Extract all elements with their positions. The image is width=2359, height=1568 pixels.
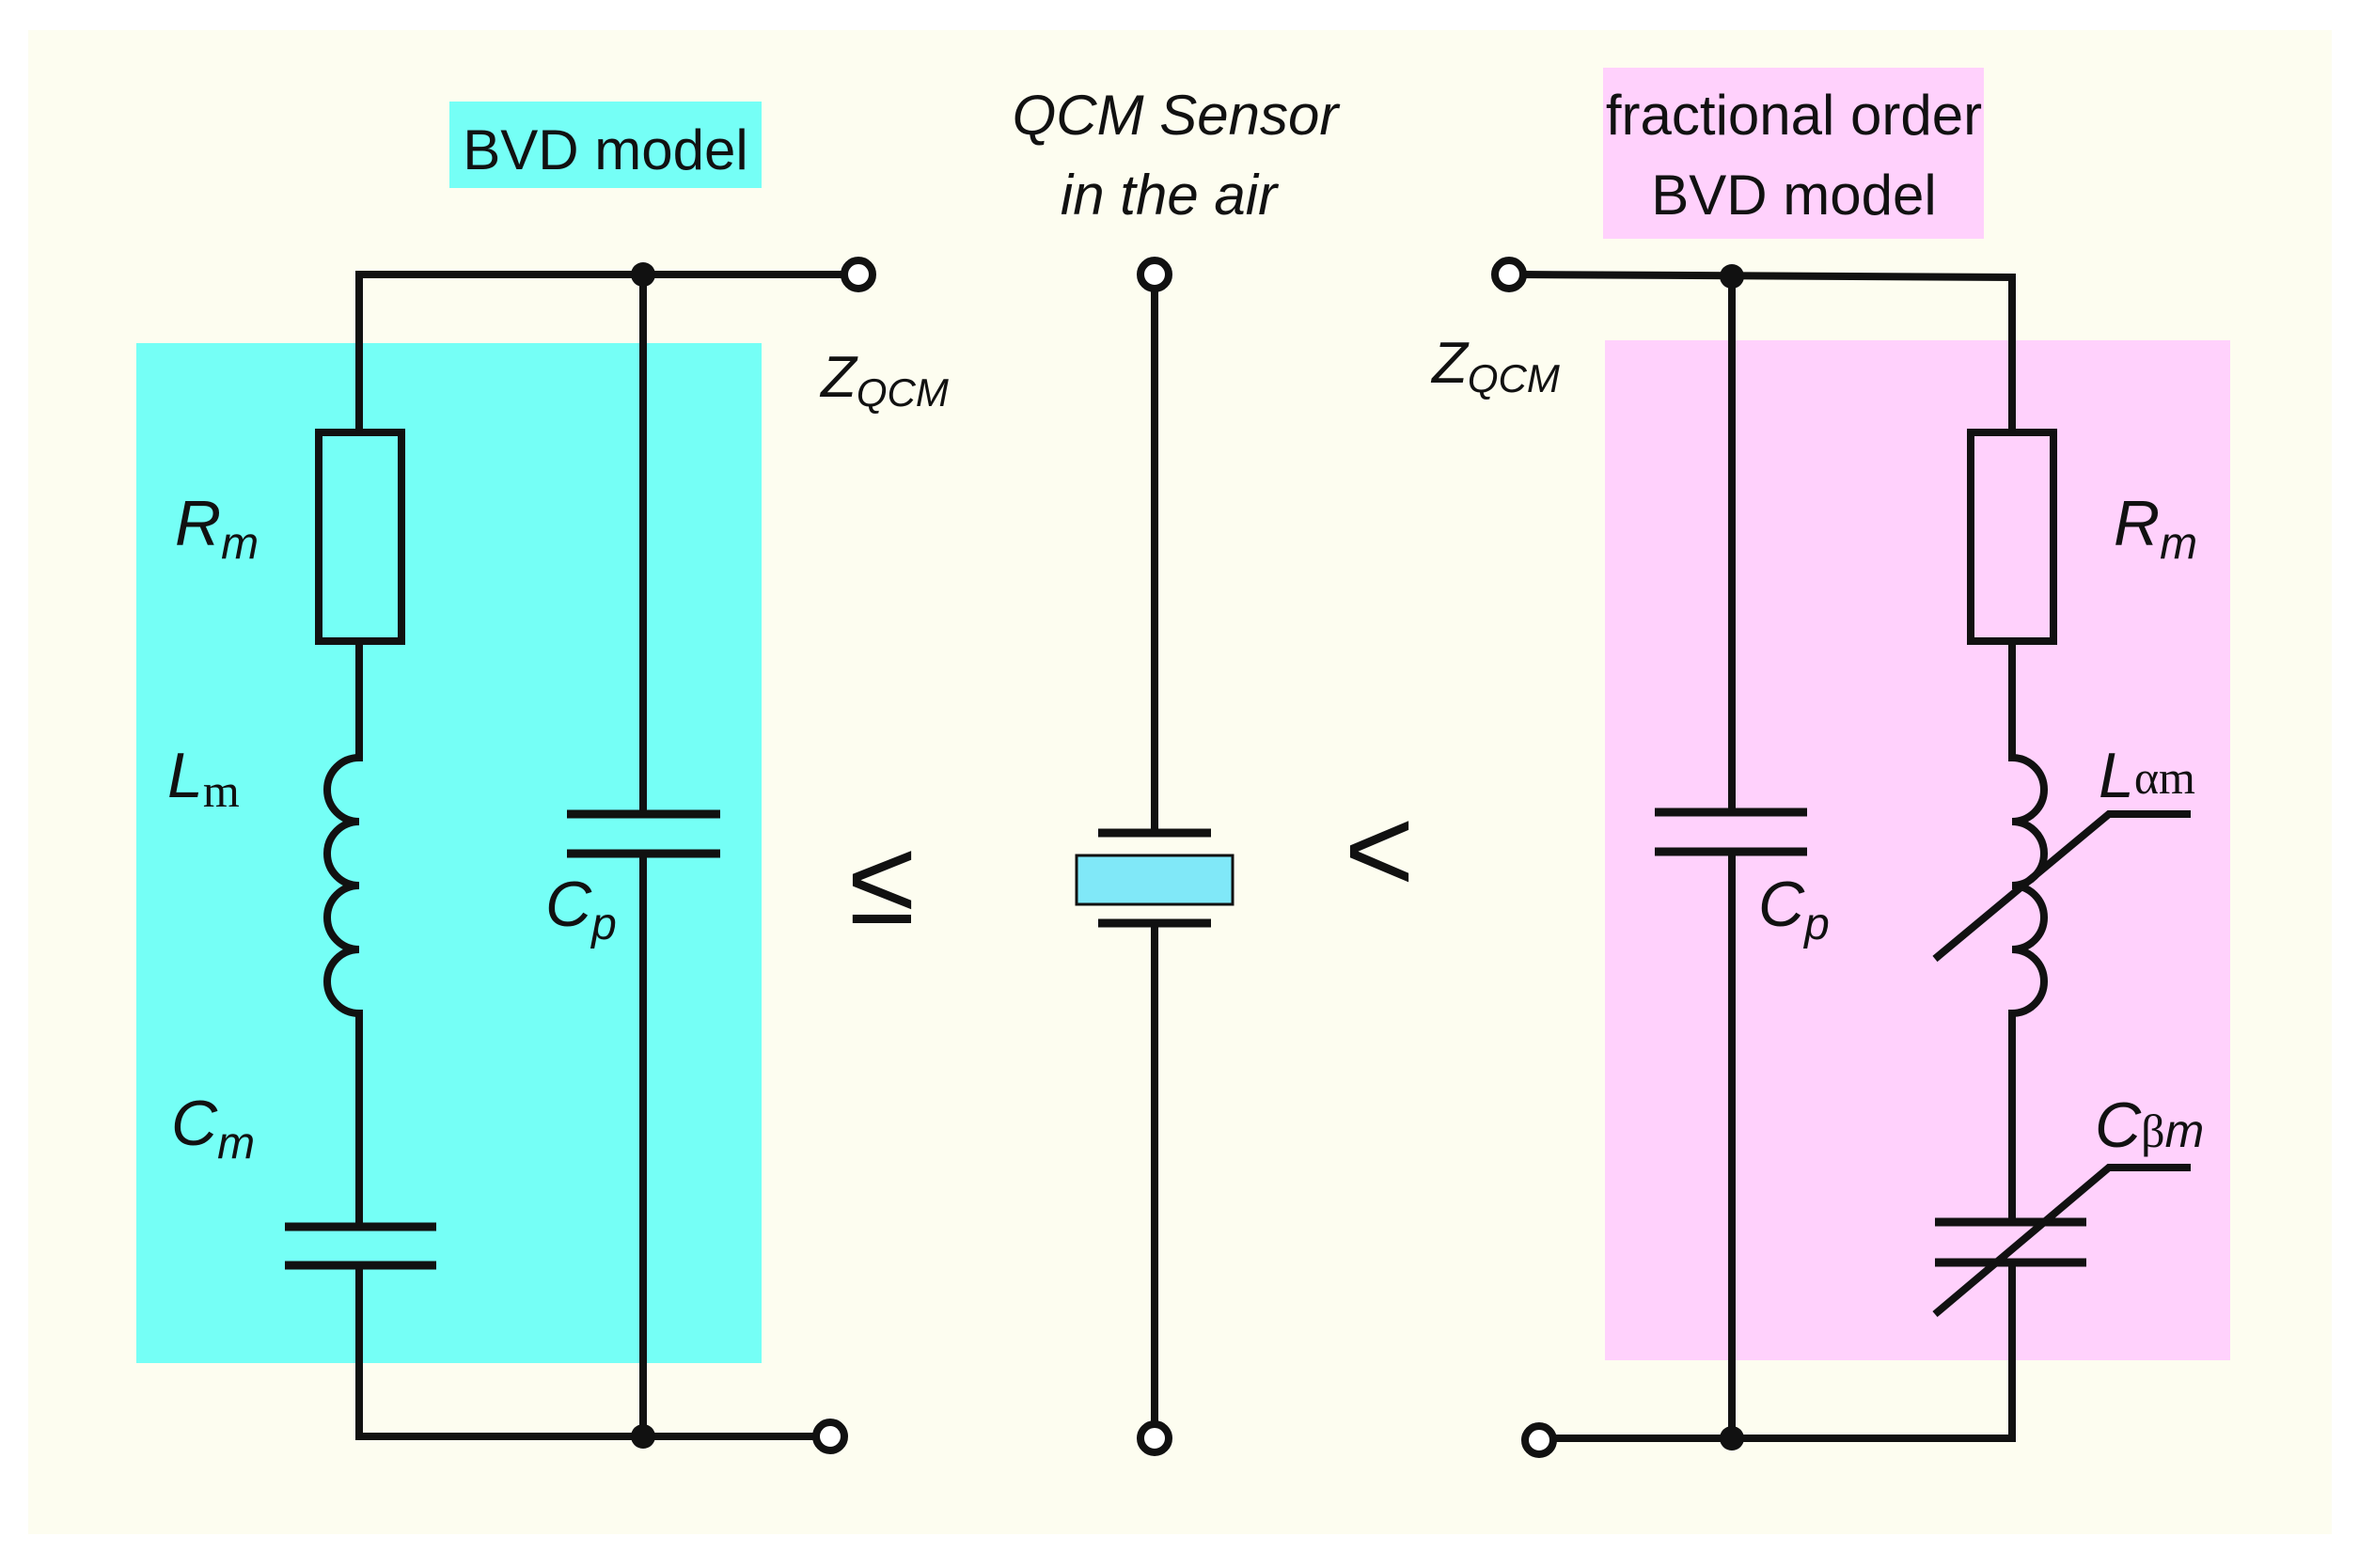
fbvd-top-wire [1517,270,2017,282]
qcm-terminal-top [1137,257,1172,292]
bvd-terminal-bottom [812,1419,848,1454]
bvd-lm-inductor [323,753,364,1018]
bvd-lm-label: Lm [167,740,240,817]
fractional-title-box [1603,68,1984,239]
qcm-sensor-title-line1: QCM Sensor [1013,84,1341,147]
relation-left-symbol: ≤ [849,815,915,949]
qcm-terminal-bottom [1137,1420,1172,1456]
relation-right-symbol: < [1345,783,1415,917]
fractional-model-title-line2: BVD model [1651,164,1936,227]
qcm-sensor-title-line2: in the air [1061,164,1279,227]
fbvd-junction-top [1720,264,1744,289]
bvd-title-box [449,102,762,188]
fbvd-lam-inductor [2007,753,2048,1018]
bvd-circuit [285,257,876,1454]
bvd-cm-label: Cm [171,1088,255,1168]
bvd-rm-label: Rm [175,488,259,569]
bvd-junction-bottom [631,1424,655,1449]
fbvd-lam-label: Lαm [2099,740,2195,811]
fbvd-cbm-variable-arrow [1932,1164,2191,1318]
bvd-terminal-top [841,257,876,292]
bvd-cp-label: Cp [545,869,617,949]
fbvd-lam-variable-arrow [1932,810,2191,963]
fbvd-junction-bottom [1720,1426,1744,1450]
fbvd-zqcm-label: ZQCM [1430,331,1560,400]
fbvd-rm-label: Rm [2114,488,2197,569]
fractional-circuit [1491,257,2191,1458]
fbvd-cbm-label: Cβm [2095,1090,2204,1161]
bvd-zqcm-label: ZQCM [819,345,949,415]
qcm-sensor [1075,257,1235,1456]
fractional-model-title-line1: fractional order [1606,84,1982,147]
fbvd-terminal-top [1491,257,1527,292]
fbvd-terminal-bottom [1521,1422,1557,1458]
bvd-junction-top [631,262,655,287]
fbvd-cp-label: Cp [1758,869,1830,949]
qcm-crystal [1075,854,1235,906]
bvd-model-title: BVD model [463,118,747,181]
